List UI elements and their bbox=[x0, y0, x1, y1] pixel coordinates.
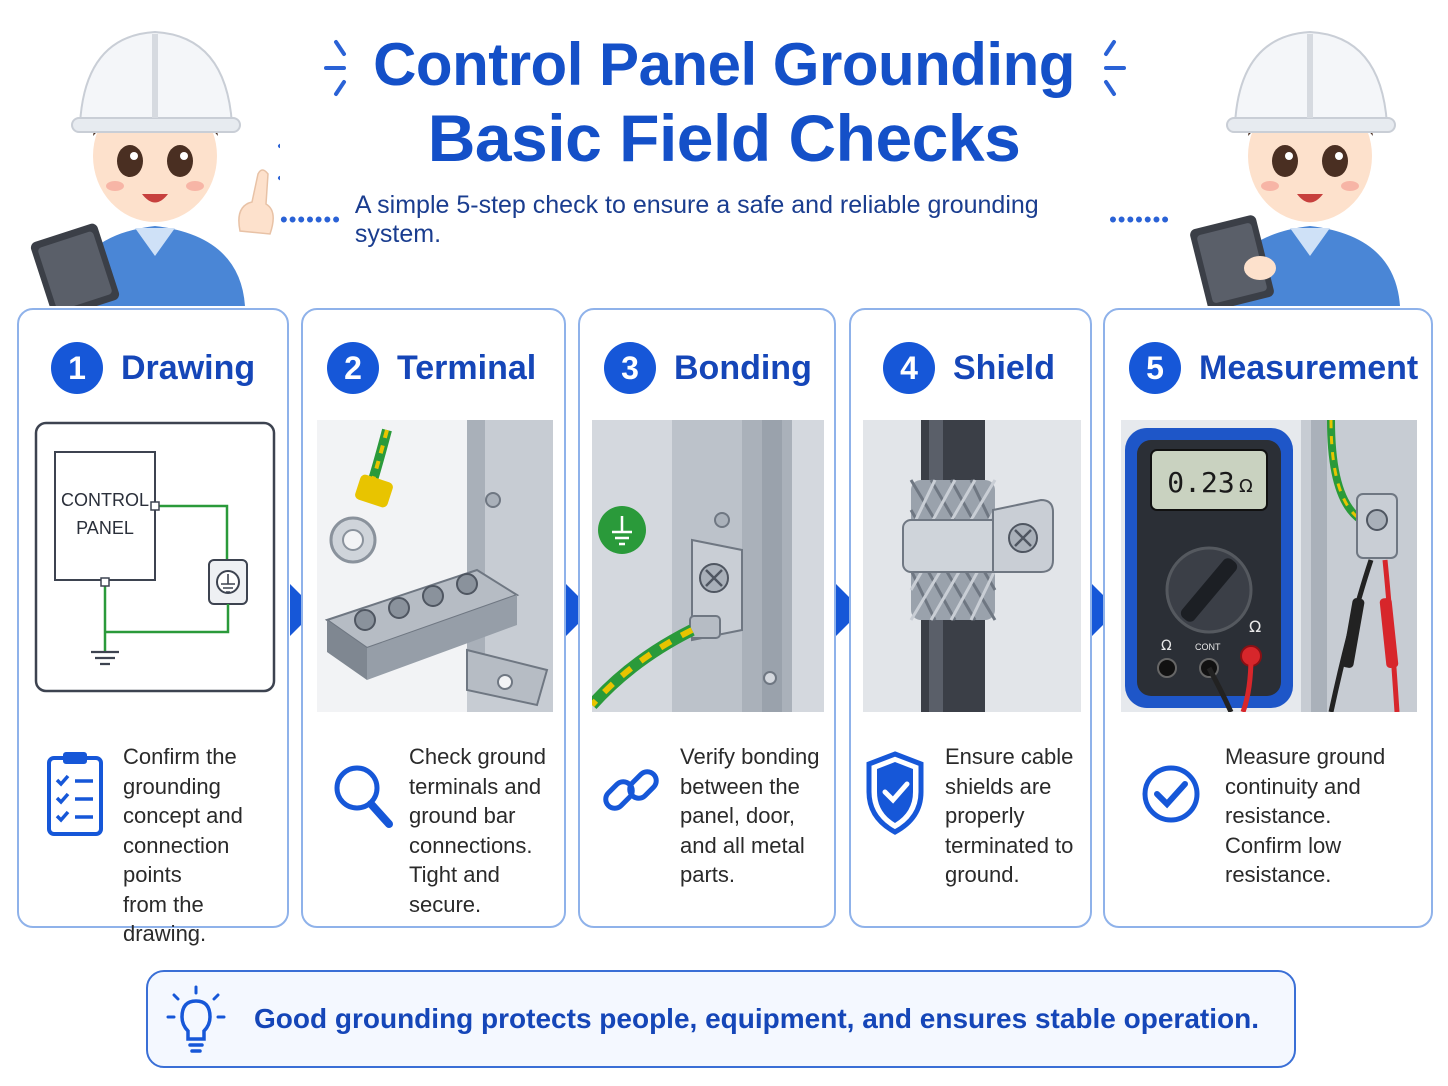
step-title: Shield bbox=[953, 348, 1056, 387]
shield-check-icon bbox=[866, 751, 924, 835]
desc-line: Verify bonding bbox=[680, 744, 820, 769]
step-header: 2 Terminal bbox=[303, 340, 564, 396]
page-title-line2: Basic Field Checks bbox=[427, 101, 1021, 175]
desc-line: properly bbox=[945, 803, 1025, 828]
panel-label-line1: CONTROL bbox=[61, 490, 149, 510]
meter-port-label-left: Ω bbox=[1161, 638, 1172, 654]
desc-line: grounding bbox=[123, 773, 221, 799]
step-description: Measure ground continuity and resistance… bbox=[1225, 742, 1385, 890]
desc-line: Check ground bbox=[409, 744, 546, 769]
chain-link-icon bbox=[603, 769, 659, 811]
desc-line: Confirm low bbox=[1225, 832, 1342, 858]
step-card-terminal: 2 Terminal Check ground terminals and gr… bbox=[301, 308, 566, 928]
desc-line: ground. bbox=[945, 862, 1020, 887]
meter-unit: Ω bbox=[1239, 476, 1253, 497]
desc-line: panel, door, bbox=[680, 803, 795, 828]
footer-message: Good grounding protects people, equipmen… bbox=[254, 1003, 1259, 1034]
step-number-badge: 2 bbox=[327, 342, 379, 394]
desc-line: Tight and secure. bbox=[409, 862, 500, 917]
cable-shield-clamp-illustration bbox=[863, 420, 1081, 712]
step-card-shield: 4 Shield Ensure cable shields are proper… bbox=[849, 308, 1092, 928]
subtitle-row: ••••••• A simple 5-step check to ensure … bbox=[280, 191, 1170, 248]
desc-line: resistance. bbox=[1225, 803, 1332, 828]
bonding-strap-illustration bbox=[592, 420, 824, 712]
step-card-drawing: 1 Drawing CONTROL PANEL Confirm the grou… bbox=[17, 308, 289, 946]
step-title: Drawing bbox=[121, 348, 256, 387]
drawing-schematic-illustration: CONTROL PANEL bbox=[34, 421, 276, 693]
multimeter-illustration: 0.23 Ω Ω CONT Ω bbox=[1121, 420, 1417, 712]
meter-reading: 0.23 bbox=[1167, 466, 1234, 499]
desc-line: from the drawing. bbox=[123, 891, 207, 947]
step-number-badge: 4 bbox=[883, 342, 935, 394]
step-header: 4 Shield bbox=[851, 340, 1090, 396]
step-card-measurement: 5 Measurement 0.23 Ω Ω CONT Ω Measure g bbox=[1103, 308, 1433, 928]
clipboard-checklist-icon bbox=[47, 752, 103, 836]
step-title: Terminal bbox=[397, 348, 537, 387]
step-description: Verify bonding between the panel, door, … bbox=[680, 742, 819, 890]
step-description: Confirm the grounding concept and connec… bbox=[123, 742, 287, 949]
step-description: Ensure cable shields are properly termin… bbox=[945, 742, 1073, 890]
desc-line: Measure ground bbox=[1225, 744, 1386, 769]
desc-line: continuity and bbox=[1225, 773, 1361, 799]
meter-port-label-mid: CONT bbox=[1195, 642, 1221, 652]
sparkle-left-icon bbox=[324, 40, 346, 96]
desc-line: Ensure cable bbox=[945, 744, 1074, 769]
ground-terminal-illustration bbox=[317, 420, 553, 712]
desc-line: between the bbox=[680, 773, 800, 799]
step-card-bonding: 3 Bonding Verify bonding between the pan… bbox=[578, 308, 836, 928]
page-title-line1: Control Panel Grounding bbox=[373, 31, 1075, 98]
lightbulb-icon bbox=[166, 985, 226, 1053]
magnifier-icon bbox=[334, 765, 393, 828]
step-header: 1 Drawing bbox=[19, 340, 287, 396]
title-block: Control Panel Grounding Basic Field Chec… bbox=[300, 30, 1148, 176]
desc-line: parts. bbox=[680, 862, 736, 887]
step-title: Bonding bbox=[674, 348, 812, 387]
step-number-badge: 5 bbox=[1129, 342, 1181, 394]
desc-line: shields are bbox=[945, 773, 1052, 799]
desc-line: ground bar bbox=[409, 803, 516, 828]
step-header: 5 Measurement bbox=[1105, 340, 1431, 396]
subtitle-dots-right: ••••••• bbox=[1109, 207, 1170, 232]
engineer-mascot-right bbox=[1190, 30, 1400, 306]
meter-port-label-right: Ω bbox=[1249, 617, 1261, 636]
subtitle-dots-left: ••••••• bbox=[280, 207, 341, 232]
check-circle-icon bbox=[1142, 765, 1200, 823]
panel-label-line2: PANEL bbox=[76, 518, 134, 538]
engineer-mascot-left bbox=[30, 30, 280, 306]
desc-line: terminated to bbox=[945, 832, 1074, 858]
desc-line: terminals and bbox=[409, 773, 542, 799]
page-subtitle: A simple 5-step check to ensure a safe a… bbox=[354, 191, 1039, 248]
step-title: Measurement bbox=[1199, 348, 1419, 387]
sparkle-right-icon bbox=[1104, 40, 1126, 96]
desc-line: Confirm the bbox=[123, 744, 237, 769]
desc-line: concept and bbox=[123, 803, 243, 828]
desc-line: connections. bbox=[409, 832, 533, 858]
desc-line: and all metal bbox=[680, 832, 805, 858]
step-header: 3 Bonding bbox=[580, 340, 834, 396]
step-number-badge: 3 bbox=[604, 342, 656, 394]
footer-banner: Good grounding protects people, equipmen… bbox=[146, 970, 1296, 1068]
desc-line: resistance. bbox=[1225, 862, 1332, 887]
desc-line: connection points bbox=[123, 832, 230, 888]
step-description: Check ground terminals and ground bar co… bbox=[409, 742, 564, 919]
step-number-badge: 1 bbox=[51, 342, 103, 394]
